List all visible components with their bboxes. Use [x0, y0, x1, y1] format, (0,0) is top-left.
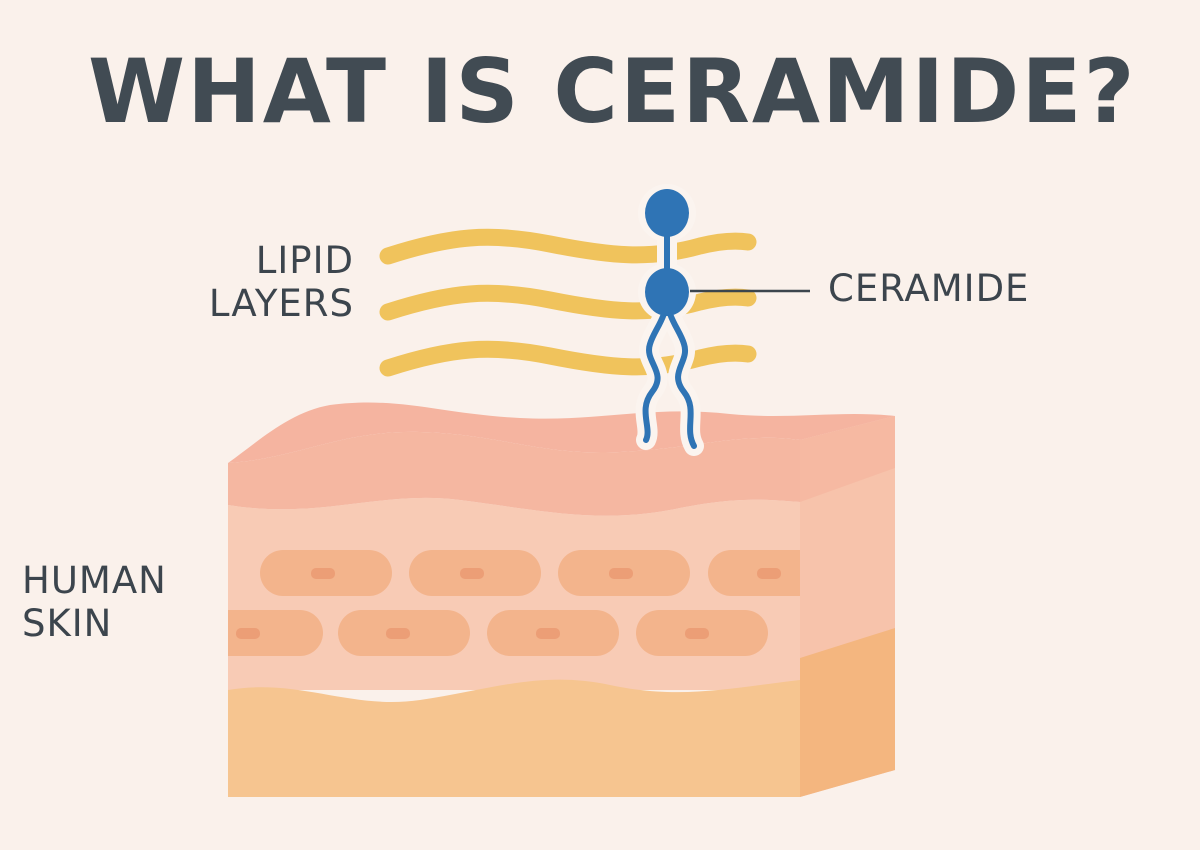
skin-cell — [708, 550, 800, 596]
lipid-layers-label-line-1: LIPID — [255, 239, 354, 282]
lipid-layers-label-line-2: LAYERS — [208, 281, 354, 325]
cell-nucleus — [536, 628, 560, 639]
cell-nucleus — [757, 568, 781, 579]
lipid-layers-label: LIPID LAYERS — [208, 239, 354, 325]
human-skin-label-line-2: SKIN — [22, 601, 113, 645]
ceramide-head-top — [645, 189, 689, 237]
ceramide-molecule — [635, 184, 810, 456]
skin-cells-row-1 — [260, 550, 800, 596]
ceramide-tail-right — [664, 293, 697, 449]
ceramide-tail-left — [642, 293, 670, 443]
skin-cell — [228, 610, 323, 656]
diagram-title: WHAT IS CERAMIDE? — [88, 40, 1137, 143]
cell-nucleus — [236, 628, 260, 639]
human-skin-label-line-1: HUMAN — [22, 559, 167, 602]
ceramide-head-bottom — [645, 268, 689, 316]
skin-base-layer — [228, 679, 800, 797]
skin-cell-nuclei-row-1 — [311, 568, 781, 579]
cell-nucleus — [311, 568, 335, 579]
skin-top-layer — [228, 431, 800, 516]
skin-top-surface — [228, 402, 895, 463]
cell-nucleus — [386, 628, 410, 639]
skin-side-top-layer — [800, 416, 895, 502]
cell-nucleus — [609, 568, 633, 579]
skin-side-base — [800, 628, 895, 797]
skin-block — [228, 402, 895, 797]
lipid-layer-1 — [379, 228, 757, 265]
ceramide-label: CERAMIDE — [828, 267, 1030, 310]
lipid-layer-2 — [379, 284, 757, 321]
cell-nucleus — [685, 628, 709, 639]
lipid-layer-3 — [379, 340, 757, 377]
lipid-layers — [379, 228, 757, 377]
cell-nucleus — [460, 568, 484, 579]
human-skin-label: HUMAN SKIN — [22, 559, 167, 645]
skin-cell-nuclei-row-2 — [236, 628, 709, 639]
